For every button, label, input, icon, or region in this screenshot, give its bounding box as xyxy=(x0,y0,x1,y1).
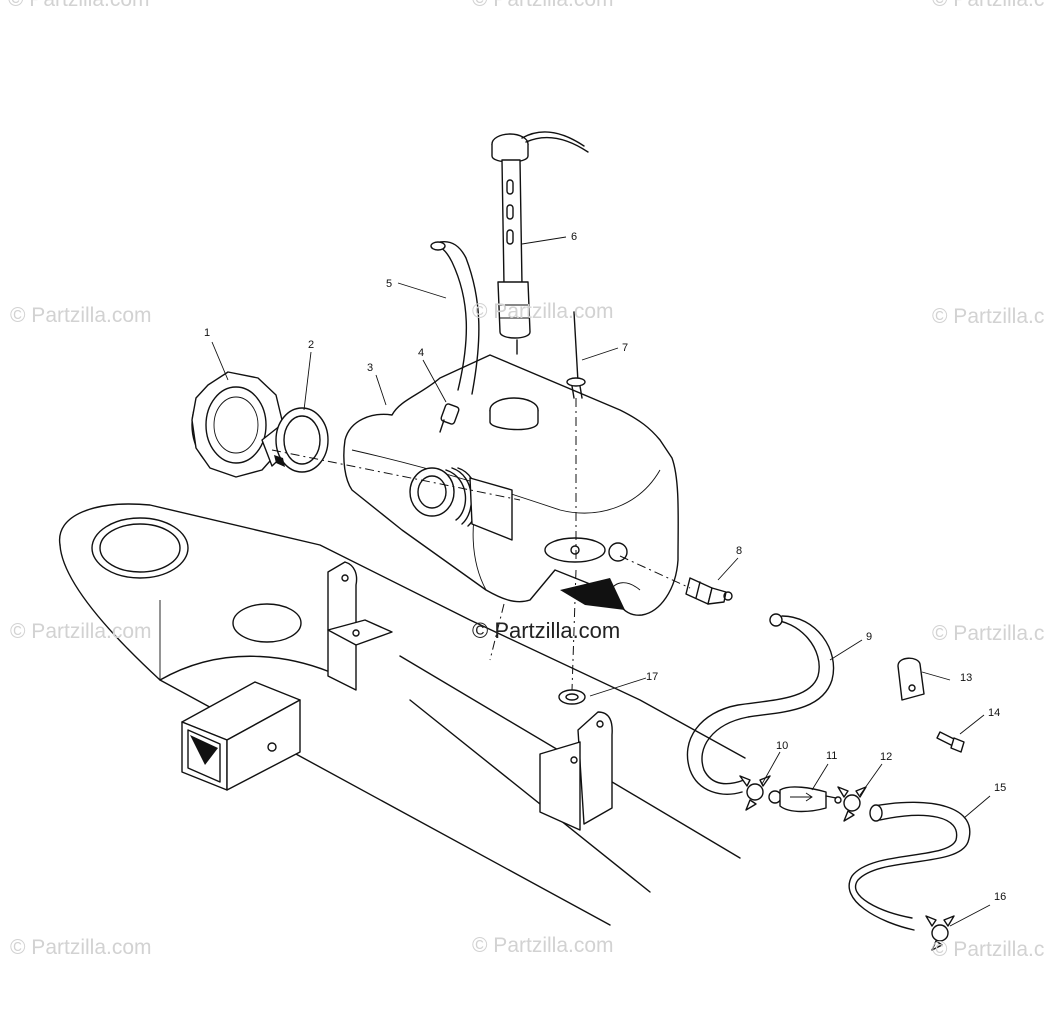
hose-clamp-3 xyxy=(925,915,955,951)
watermark: © Partzilla.com xyxy=(472,300,614,323)
callout-7: 7 xyxy=(622,342,628,354)
callout-11: 11 xyxy=(826,750,837,762)
clip xyxy=(897,657,925,701)
watermark: © Partzilla.com xyxy=(472,0,614,12)
watermark: © Partzilla.com xyxy=(8,0,150,12)
callout-16: 16 xyxy=(994,891,1006,903)
callout-8: 8 xyxy=(736,545,742,557)
leader-lines xyxy=(211,236,991,927)
callout-labels: 1 2 3 4 5 6 7 8 9 10 11 12 13 14 15 16 1… xyxy=(204,231,1006,903)
watermark-center: © Partzilla.com xyxy=(472,618,621,643)
callout-9: 9 xyxy=(866,631,872,643)
check-valve xyxy=(439,403,460,433)
fuel-gauge-sender xyxy=(491,131,589,355)
callout-14: 14 xyxy=(988,707,1000,719)
callout-3: 3 xyxy=(367,362,373,374)
bolt xyxy=(936,731,965,753)
callout-4: 4 xyxy=(418,347,424,359)
fuel-line-lower xyxy=(848,801,971,931)
fuel-line-upper xyxy=(686,613,835,795)
callout-15: 15 xyxy=(994,782,1006,794)
washer xyxy=(558,689,586,705)
watermark: © Partzilla.com xyxy=(932,938,1044,961)
watermark: © Partzilla.com xyxy=(10,620,152,643)
hose-clamp-2 xyxy=(837,786,867,822)
watermark: © Partzilla.com xyxy=(472,934,614,957)
watermark: © Partzilla.com xyxy=(10,304,152,327)
callout-5: 5 xyxy=(386,278,392,290)
watermark: © Partzilla.com xyxy=(932,622,1044,645)
frame-assembly xyxy=(58,503,746,926)
callout-6: 6 xyxy=(571,231,577,243)
alignment-lines xyxy=(271,398,691,691)
hose-clamp xyxy=(739,775,771,811)
watermark: © Partzilla.com xyxy=(932,305,1044,328)
callout-2: 2 xyxy=(308,339,314,351)
gasket xyxy=(274,407,329,473)
fuel-filter xyxy=(768,786,842,813)
callout-12: 12 xyxy=(880,751,892,763)
callout-17: 17 xyxy=(646,671,658,683)
fuel-fitting xyxy=(685,577,733,605)
vent-hose xyxy=(430,240,480,395)
watermark: © Partzilla.com xyxy=(932,0,1044,12)
watermark: © Partzilla.com xyxy=(10,936,152,959)
callout-10: 10 xyxy=(776,740,788,752)
callout-1: 1 xyxy=(204,327,210,339)
vent-tube xyxy=(566,311,586,399)
callout-13: 13 xyxy=(960,672,972,684)
fuel-tank xyxy=(343,354,679,616)
